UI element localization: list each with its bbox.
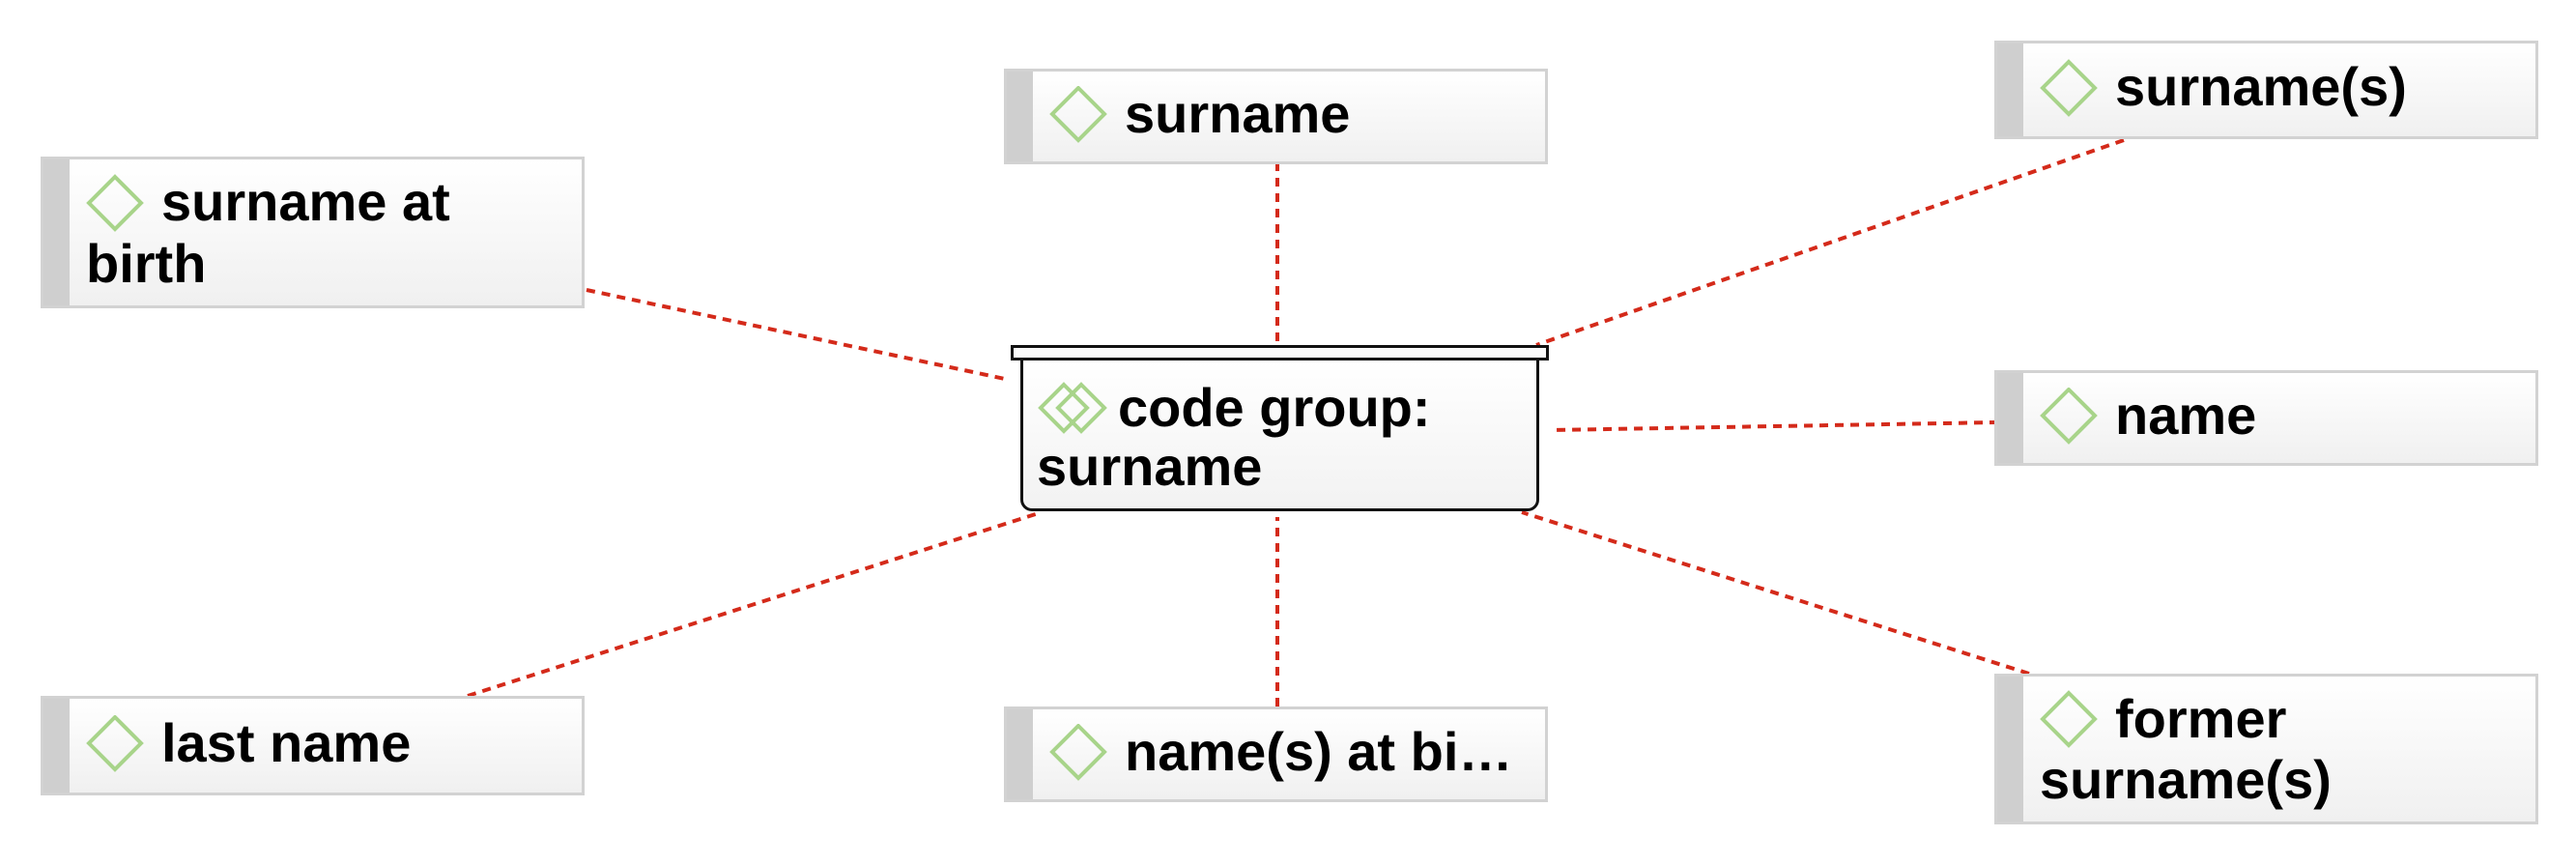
code-node-surname[interactable]: surname bbox=[1004, 69, 1548, 164]
code-node-label-line: former surname(s) bbox=[2040, 687, 2526, 811]
code-label: surname at birth bbox=[86, 171, 450, 294]
code-diamond-icon bbox=[86, 714, 144, 772]
code-label: name(s) at bi… bbox=[1125, 723, 1513, 782]
node-stripe bbox=[1997, 373, 2023, 463]
link-last-name bbox=[467, 510, 1043, 698]
code-label: name bbox=[2115, 387, 2257, 446]
code-group-body: code group: surname bbox=[1020, 360, 1539, 511]
link-former-surnames bbox=[1521, 510, 2030, 676]
code-group-icon bbox=[1038, 382, 1107, 435]
code-node-label-line: name bbox=[2040, 387, 2257, 448]
link-surnames bbox=[1535, 138, 2125, 347]
node-stripe bbox=[43, 699, 70, 793]
node-stripe bbox=[1007, 72, 1033, 161]
code-diamond-icon bbox=[2040, 59, 2098, 117]
code-diamond-icon bbox=[2040, 387, 2098, 445]
link-surname-at-birth bbox=[586, 288, 1006, 381]
code-diamond-icon bbox=[1049, 85, 1107, 143]
code-group-label: code group: surname bbox=[1037, 377, 1431, 498]
link-name bbox=[1550, 420, 1999, 432]
code-diamond-icon bbox=[2040, 690, 2098, 748]
code-node-surname-at-birth[interactable]: surname at birth bbox=[41, 157, 585, 308]
code-group-node[interactable]: code group: surname bbox=[1011, 345, 1549, 511]
code-label: surname bbox=[1125, 85, 1351, 144]
node-stripe bbox=[43, 159, 70, 305]
code-node-surnames[interactable]: surname(s) bbox=[1994, 41, 2538, 139]
code-node-names-at-birth[interactable]: name(s) at bi… bbox=[1004, 706, 1548, 802]
node-stripe bbox=[1007, 709, 1033, 799]
code-node-last-name[interactable]: last name bbox=[41, 696, 585, 795]
code-label: surname(s) bbox=[2115, 59, 2407, 118]
code-diamond-icon bbox=[86, 173, 144, 232]
code-label: former surname(s) bbox=[2040, 687, 2332, 811]
code-diamond-icon bbox=[1049, 723, 1107, 781]
code-node-label-line: surname at birth bbox=[86, 171, 572, 294]
code-node-label-line: name(s) at bi… bbox=[1049, 723, 1513, 785]
node-stripe bbox=[1997, 43, 2023, 136]
code-node-former-surnames[interactable]: former surname(s) bbox=[1994, 674, 2538, 824]
node-stripe bbox=[1997, 677, 2023, 822]
code-node-label-line: last name bbox=[86, 714, 412, 776]
code-node-name[interactable]: name bbox=[1994, 370, 2538, 466]
code-node-label-line: surname(s) bbox=[2040, 59, 2407, 120]
code-group-lid bbox=[1011, 345, 1549, 360]
code-label: last name bbox=[161, 714, 412, 773]
code-node-label-line: surname bbox=[1049, 85, 1351, 147]
